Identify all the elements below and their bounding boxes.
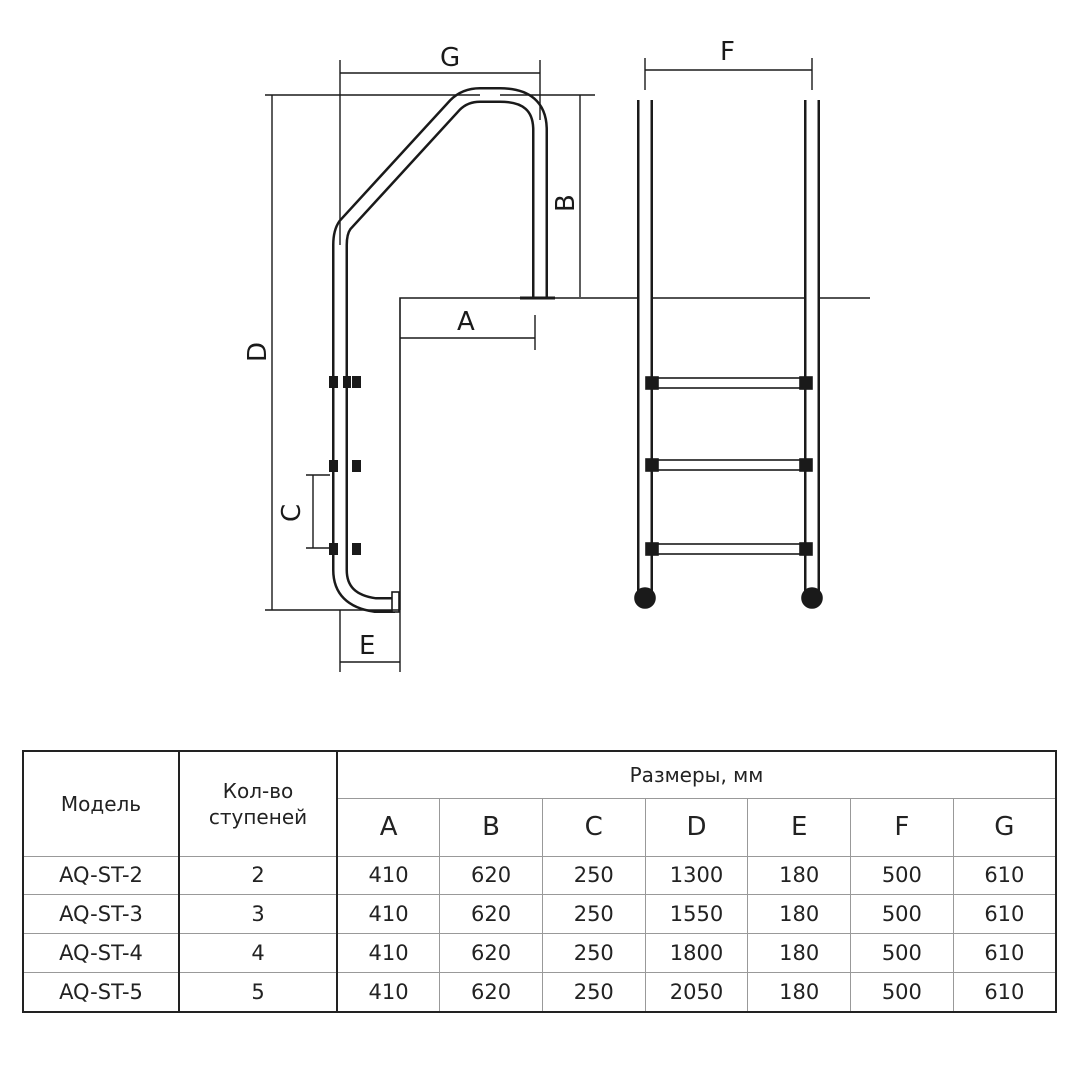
table-row: AQ-ST-4 4 410 620 250 1800 180 500 610: [22, 933, 1057, 973]
header-e: E: [747, 797, 852, 857]
header-b: B: [439, 797, 543, 857]
ladder-diagram: G F B D A C E: [243, 37, 870, 672]
dimension-lines: [265, 58, 813, 672]
cell-model: AQ-ST-5: [22, 971, 180, 1013]
label-g: G: [440, 43, 460, 73]
cell-g: 610: [952, 971, 1057, 1013]
cell-f: 500: [850, 971, 954, 1013]
cell-g: 610: [952, 933, 1057, 973]
header-dimensions: Размеры, мм: [336, 750, 1057, 799]
cell-steps: 4: [178, 933, 338, 973]
dimensions-table: Модель Кол-во ступеней Размеры, мм A B C…: [22, 750, 1057, 1013]
cell-f: 500: [850, 855, 954, 896]
table-row: AQ-ST-2 2 410 620 250 1300 180 500 610: [22, 855, 1057, 896]
cell-a: 410: [336, 894, 441, 935]
cell-a: 410: [336, 855, 441, 896]
label-d: D: [243, 342, 273, 362]
step-1: [645, 376, 813, 390]
header-g: G: [952, 797, 1057, 857]
header-c: C: [541, 797, 646, 857]
header-a: A: [336, 797, 441, 857]
step-2: [645, 458, 813, 472]
cell-e: 180: [747, 894, 852, 935]
front-ladder: [634, 100, 823, 609]
label-f: F: [720, 37, 735, 67]
label-c: C: [277, 504, 307, 522]
cell-model: AQ-ST-2: [22, 855, 180, 896]
cell-g: 610: [952, 894, 1057, 935]
header-d: D: [644, 797, 749, 857]
cell-a: 410: [336, 933, 441, 973]
cell-b: 620: [439, 933, 543, 973]
pool-edge: [399, 297, 870, 610]
table-row: AQ-ST-5 5 410 620 250 2050 180 500 610: [22, 971, 1057, 1013]
cell-model: AQ-ST-3: [22, 894, 180, 935]
header-f: F: [850, 797, 954, 857]
cell-c: 250: [541, 894, 646, 935]
label-b: B: [551, 194, 581, 212]
cell-f: 500: [850, 933, 954, 973]
label-a: A: [457, 307, 475, 337]
cell-d: 1300: [644, 855, 749, 896]
step-3: [645, 542, 813, 556]
cell-steps: 2: [178, 855, 338, 896]
cell-e: 180: [747, 933, 852, 973]
cell-b: 620: [439, 855, 543, 896]
cell-g: 610: [952, 855, 1057, 896]
cell-e: 180: [747, 855, 852, 896]
label-e: E: [359, 631, 375, 661]
header-model: Модель: [22, 750, 180, 857]
side-handrail: [329, 87, 555, 613]
table-row: AQ-ST-3 3 410 620 250 1550 180 500 610: [22, 894, 1057, 935]
cell-c: 250: [541, 971, 646, 1013]
cell-d: 1550: [644, 894, 749, 935]
cell-c: 250: [541, 933, 646, 973]
cell-d: 2050: [644, 971, 749, 1013]
cell-steps: 3: [178, 894, 338, 935]
cell-f: 500: [850, 894, 954, 935]
cell-model: AQ-ST-4: [22, 933, 180, 973]
cell-e: 180: [747, 971, 852, 1013]
cell-b: 620: [439, 971, 543, 1013]
cell-d: 1800: [644, 933, 749, 973]
cell-steps: 5: [178, 971, 338, 1013]
cell-c: 250: [541, 855, 646, 896]
cell-b: 620: [439, 894, 543, 935]
cell-a: 410: [336, 971, 441, 1013]
header-steps: Кол-во ступеней: [178, 750, 338, 857]
